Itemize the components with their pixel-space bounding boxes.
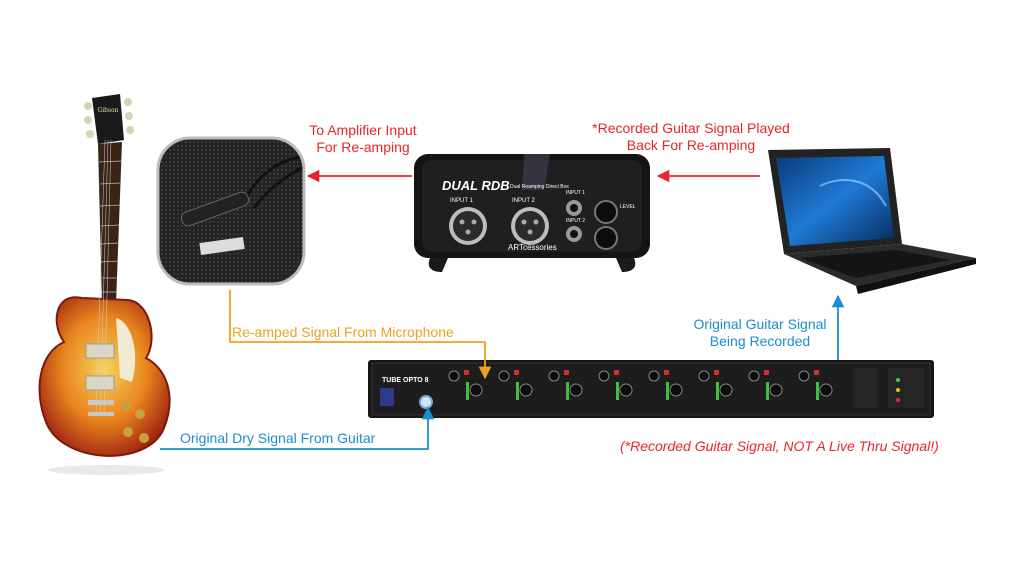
label-recorded-line1: *Recorded Guitar Signal Played [592,120,790,136]
channel-gain-knob [469,383,483,397]
channel-knob [448,370,460,382]
channel-gain-knob [769,383,783,397]
channel-knob [698,370,710,382]
channel-meter [666,382,669,400]
channel-knob [498,370,510,382]
label-original-line2: Being Recorded [709,333,811,349]
reamp-box-input1-label: INPUT 1 [450,198,474,204]
arrow-guitar-to-preamp [160,406,435,450]
channel-led [464,370,469,375]
label-recorded-line2: Back For Re-amping [626,137,756,153]
channel-gain-knob [819,383,833,397]
channel-knob [798,370,810,382]
microphone-on-amp-image [156,136,306,286]
channel-led [614,370,619,375]
channel-gain-knob [719,383,733,397]
laptop-image [768,148,976,294]
channel-led [514,370,519,375]
channel-knob [598,370,610,382]
preamp-brand: TUBE OPTO 8 [382,377,429,384]
channel-knob [548,370,560,382]
guitar-brand: Gibson [97,107,118,114]
reamp-box-jack1-label: INPUT 1 [566,190,585,196]
channel-meter [466,382,469,400]
channel-meter [516,382,519,400]
channel-gain-knob [669,383,683,397]
label-dry-signal: Original Dry Signal From Guitar [180,430,376,446]
reamp-box-brand: DUAL RDB [442,178,510,193]
channel-led [714,370,719,375]
channel-meter [716,382,719,400]
reamp-box-footer: ARTcessories [508,243,557,252]
channel-led [814,370,819,375]
label-to-amplifier-input: To Amplifier Input For Re-amping [290,122,436,156]
channel-knob [748,370,760,382]
channel-gain-knob [519,383,533,397]
channel-knob [648,370,660,382]
channel-meter [616,382,619,400]
channel-gain-knob [619,383,633,397]
reamp-box-level-label: LEVEL [620,204,636,210]
channel-meter [766,382,769,400]
reamp-box-input2-label: INPUT 2 [512,198,536,204]
channel-meter [566,382,569,400]
label-original-line1: Original Guitar Signal [693,316,827,332]
reamp-box-jack2-label: INPUT 2 [566,218,585,224]
channel-led [764,370,769,375]
label-reamped-signal: Re-amped Signal From Microphone [232,324,454,340]
channel-gain-knob [569,383,583,397]
label-recorded-played-back: *Recorded Guitar Signal Played Back For … [584,120,798,154]
channel-led [564,370,569,375]
reamp-box-subtitle: Dual Reamping Direct Box [510,184,569,190]
label-amp-line1: To Amplifier Input [309,122,417,138]
label-original-being-recorded: Original Guitar Signal Being Recorded [684,316,836,350]
tube-opto-8-preamp: TUBE OPTO 8 [368,360,934,418]
dual-rdb-reamp-box: DUAL RDB Dual Reamping Direct Box INPUT … [414,154,650,272]
channel-led [664,370,669,375]
guitar-image: Gibson [38,94,171,475]
label-amp-line2: For Re-amping [316,139,410,155]
arrow-mic-to-preamp [229,290,492,380]
footnote: (*Recorded Guitar Signal, NOT A Live Thr… [620,438,939,454]
channel-meter [816,382,819,400]
